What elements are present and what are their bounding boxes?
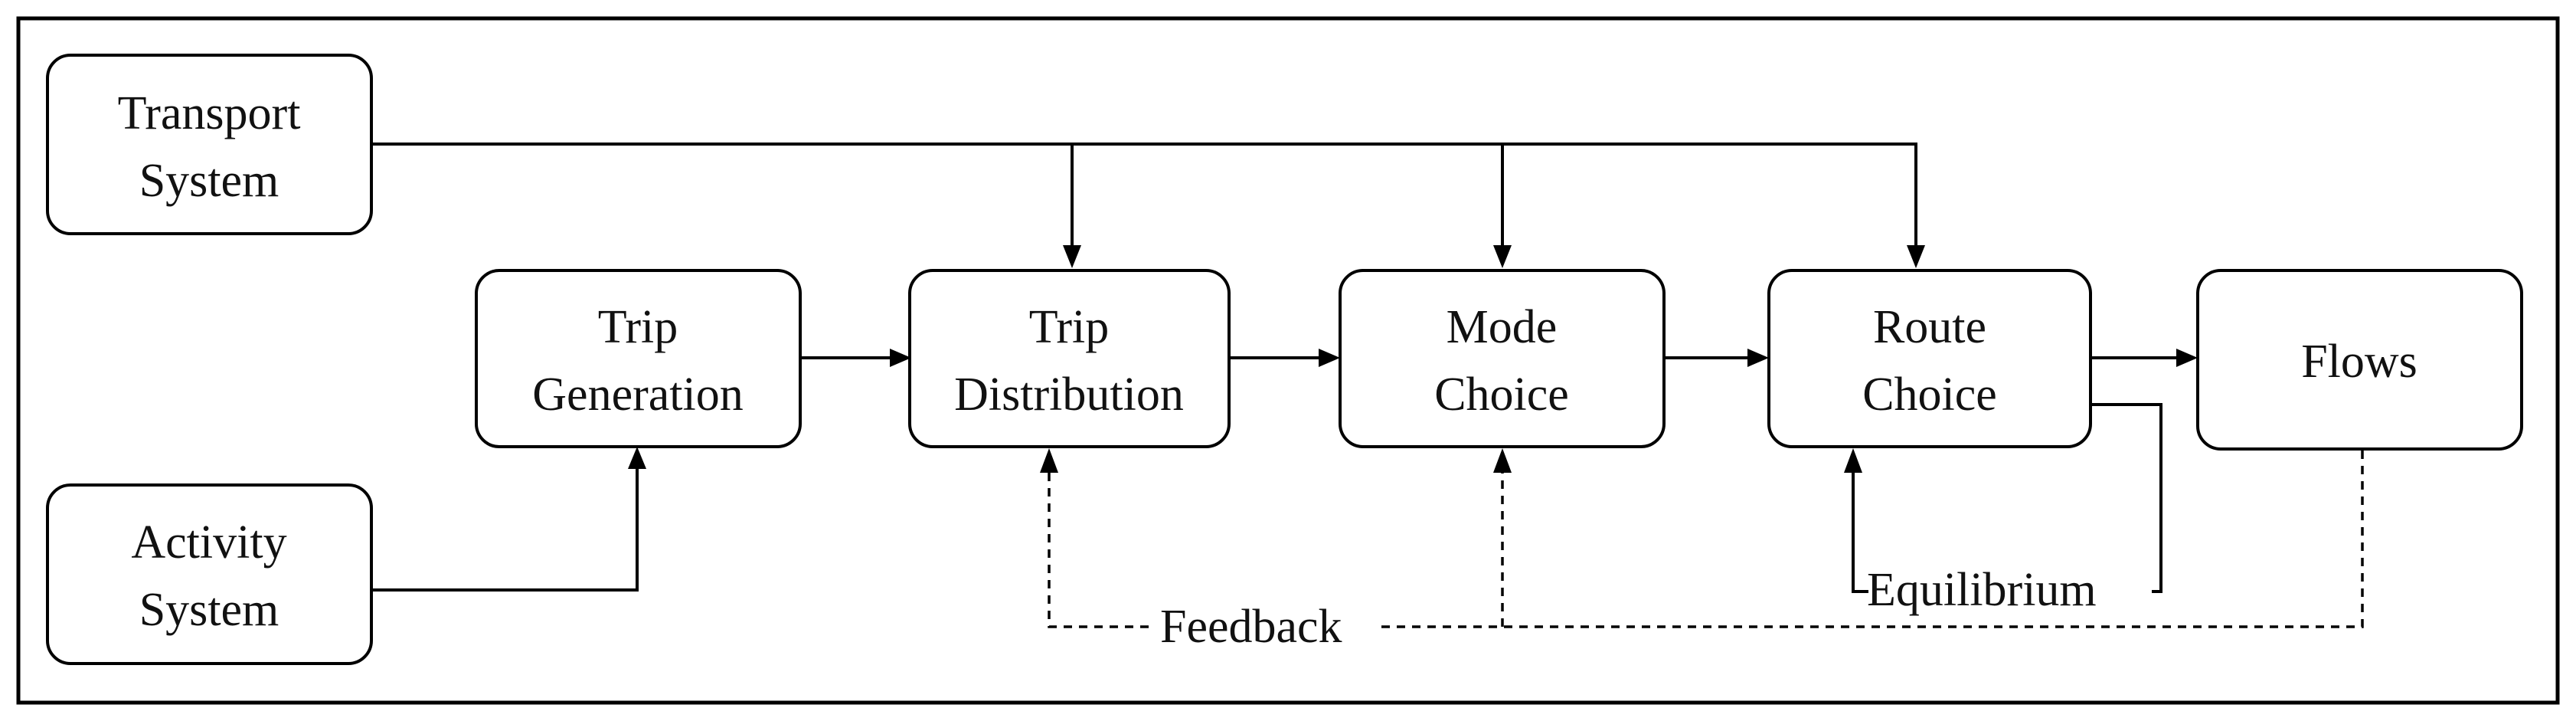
mode-choice-label-line2: Choice — [1434, 369, 1569, 421]
route-choice-box: Route Choice — [1767, 269, 2092, 448]
activity-system-label-line2: System — [139, 584, 280, 636]
transport-feed-line — [371, 143, 1917, 253]
arrow-into-trip-distribution-top — [1063, 245, 1081, 268]
route-choice-label-line2: Choice — [1862, 369, 1997, 421]
diagram-frame — [16, 16, 2560, 705]
arrow-into-route-choice-top — [1907, 245, 1925, 268]
trip-distribution-label-line2: Distribution — [954, 369, 1184, 421]
equilibrium-label-bg — [1868, 559, 2152, 611]
transport-system-label-line2: System — [139, 155, 280, 207]
arrow-into-flows-left — [2176, 349, 2198, 367]
arrow-into-mode-choice-left — [1319, 349, 1340, 367]
mode-choice-box: Mode Choice — [1339, 269, 1666, 448]
trip-generation-label-line2: Generation — [532, 369, 743, 421]
arrow-into-trip-distribution-left — [890, 349, 911, 367]
trip-generation-box: Trip Generation — [475, 269, 802, 448]
arrow-into-route-choice-left — [1747, 349, 1769, 367]
feedback-loop-line — [1048, 451, 2364, 628]
feedback-label: Feedback — [1160, 601, 1342, 653]
arrow-into-route-choice-bottom — [1844, 448, 1862, 473]
flows-label: Flows — [2301, 336, 2417, 388]
activity-system-box: Activity System — [46, 483, 373, 665]
equilibrium-label: Equilibrium — [1867, 564, 2097, 616]
trip-distribution-label-line1: Trip — [1029, 301, 1110, 353]
route-choice-label-line1: Route — [1873, 301, 1986, 353]
flows-box: Flows — [2196, 269, 2523, 451]
equilibrium-loop-line — [1852, 403, 2162, 593]
arrow-into-trip-distribution-bottom — [1040, 448, 1058, 473]
transport-system-label-line1: Transport — [118, 87, 301, 139]
arrow-into-mode-choice-bottom — [1493, 448, 1512, 473]
transport-system-box: Transport System — [46, 54, 373, 235]
activity-system-label-line1: Activity — [131, 516, 286, 569]
mode-choice-label-line1: Mode — [1447, 301, 1558, 353]
activity-to-trip-generation-line — [371, 460, 639, 592]
trip-distribution-box: Trip Distribution — [908, 269, 1231, 448]
arrow-into-mode-choice-top — [1493, 245, 1512, 268]
trip-generation-label-line1: Trip — [598, 301, 678, 353]
arrow-into-trip-generation-bottom — [628, 447, 646, 469]
